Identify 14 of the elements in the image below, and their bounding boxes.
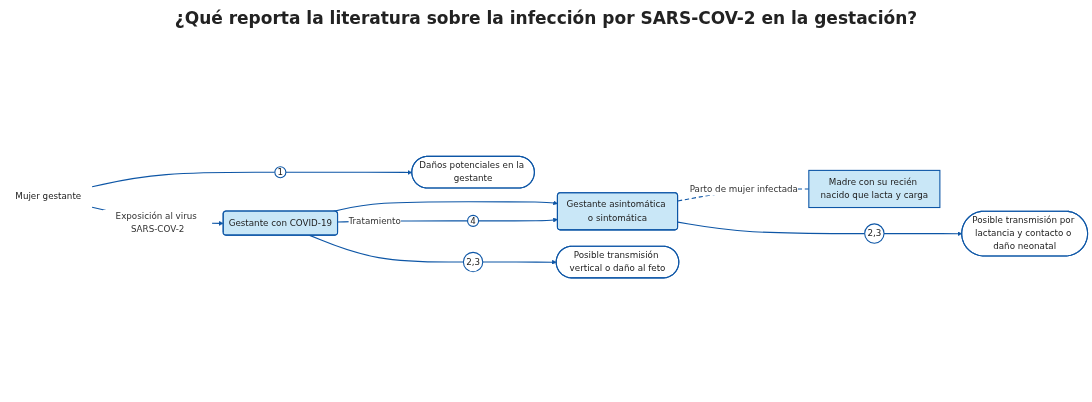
connector xyxy=(91,171,276,188)
edge-label: Exposición al virus SARS-COV-2 xyxy=(115,210,197,235)
node-circle: 2,3 xyxy=(864,223,885,244)
edge-label: Tratamiento xyxy=(348,215,401,226)
node-circle: 2,3 xyxy=(462,251,484,273)
arrow xyxy=(482,259,557,265)
arrow xyxy=(478,217,558,223)
node-circle: 4 xyxy=(467,214,480,227)
diagram-title: ¿Qué reporta la literatura sobre la infección por SARS-COV-2 en la gestación? xyxy=(174,8,918,28)
node-circle: 1 xyxy=(274,166,287,179)
connector xyxy=(309,234,464,263)
node-text: Mujer gestante xyxy=(15,190,82,202)
edge-label: Parto de mujer infectada xyxy=(689,183,798,194)
node-box: Madre con su recién nacido que lacta y carga xyxy=(808,169,941,208)
